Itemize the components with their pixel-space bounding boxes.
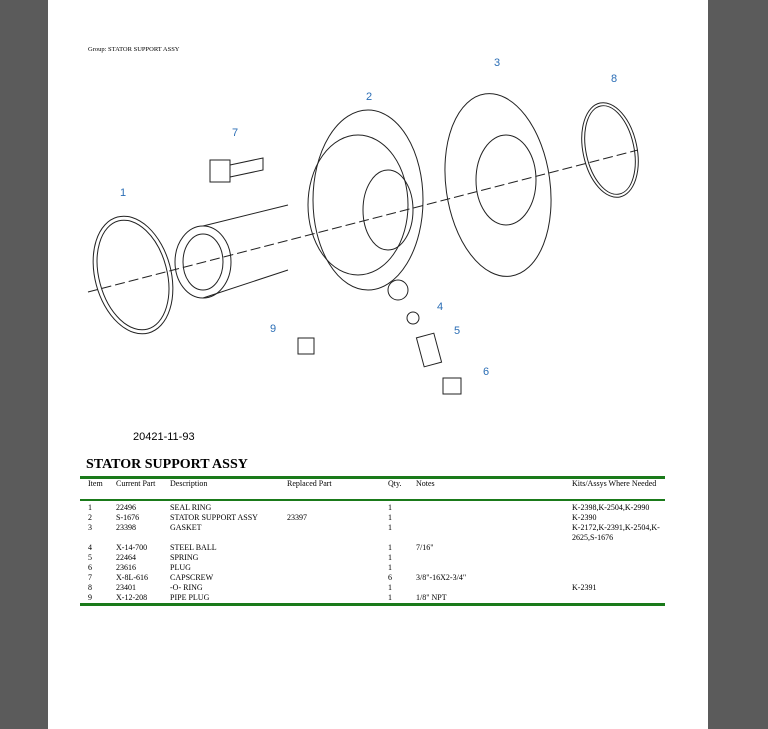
cell-qty: 1 xyxy=(388,503,392,512)
table-row: 6 23616 PLUG 1 xyxy=(80,563,665,573)
cell-replaced-part: 23397 xyxy=(287,513,307,522)
seal-ring-part xyxy=(92,215,174,335)
cell-qty: 1 xyxy=(388,563,392,572)
document-page: Group: STATOR SUPPORT ASSY 1 2 3 4 5 6 7… xyxy=(48,0,708,729)
table-row: 5 22464 SPRING 1 xyxy=(80,553,665,563)
group-label: Group: STATOR SUPPORT ASSY xyxy=(88,46,180,53)
callout-9: 9 xyxy=(270,323,277,335)
header-qty: Qty. xyxy=(388,479,402,488)
cell-description: PLUG xyxy=(170,563,191,572)
cell-notes: 1/8" NPT xyxy=(416,593,447,602)
cell-current-part: 23616 xyxy=(116,563,136,572)
header-replaced-part: Replaced Part xyxy=(287,479,332,488)
cell-description: SPRING xyxy=(170,553,199,562)
cell-kits: K-2390 xyxy=(572,513,597,522)
cell-current-part: X-8L-616 xyxy=(116,573,148,582)
cell-current-part: X-14-700 xyxy=(116,543,148,552)
parts-table: Item Current Part Description Replaced P… xyxy=(80,476,665,606)
drawing-number: 20421-11-93 xyxy=(133,431,195,443)
table-header: Item Current Part Description Replaced P… xyxy=(80,479,665,501)
plug-part xyxy=(442,377,462,395)
cell-item: 6 xyxy=(88,563,92,572)
cell-item: 1 xyxy=(88,503,92,512)
pipe-plug-part xyxy=(297,337,315,355)
spring-part xyxy=(415,332,443,368)
cell-kits: K-2391 xyxy=(572,583,597,592)
cell-item: 7 xyxy=(88,573,92,582)
section-title: STATOR SUPPORT ASSY xyxy=(86,457,248,472)
cell-kits: K-2398,K-2504,K-2990 xyxy=(572,503,650,512)
table-row: 2 S-1676 STATOR SUPPORT ASSY 23397 1 K-2390 xyxy=(80,513,665,523)
cell-current-part: 22464 xyxy=(116,553,136,562)
cell-qty: 1 xyxy=(388,593,392,602)
callout-7: 7 xyxy=(232,127,239,139)
cell-current-part: 23398 xyxy=(116,523,136,532)
cell-current-part: 23401 xyxy=(116,583,136,592)
table-row: 1 22496 SEAL RING 1 K-2398,K-2504,K-2990 xyxy=(80,503,665,513)
cell-item: 4 xyxy=(88,543,92,552)
table-row: 3 23398 GASKET 1 K-2172,K-2391,K-2504,K-2625… xyxy=(80,523,665,543)
cell-qty: 1 xyxy=(388,583,392,592)
cell-qty: 1 xyxy=(388,553,392,562)
table-row: 7 X-8L-616 CAPSCREW 6 3/8"-16X2-3/4" xyxy=(80,573,665,583)
header-current-part: Current Part xyxy=(116,479,156,488)
cell-current-part: X-12-208 xyxy=(116,593,148,602)
center-axis xyxy=(87,149,639,293)
header-kits: Kits/Assys Where Needed xyxy=(572,479,657,488)
callout-2: 2 xyxy=(366,91,373,103)
exploded-parts-diagram xyxy=(87,93,639,395)
callout-5: 5 xyxy=(454,325,461,337)
cell-notes: 7/16" xyxy=(416,543,434,552)
cell-notes: 3/8"-16X2-3/4" xyxy=(416,573,467,582)
table-row: 9 X-12-208 PIPE PLUG 1 1/8" NPT xyxy=(80,593,665,603)
cell-qty: 6 xyxy=(388,573,392,582)
cell-description: CAPSCREW xyxy=(170,573,214,582)
cell-current-part: S-1676 xyxy=(116,513,140,522)
cell-item: 9 xyxy=(88,593,92,602)
cell-current-part: 22496 xyxy=(116,503,136,512)
callout-8: 8 xyxy=(611,73,618,85)
cell-qty: 1 xyxy=(388,523,392,532)
cell-item: 3 xyxy=(88,523,92,532)
cell-description: STEEL BALL xyxy=(170,543,217,552)
cell-item: 5 xyxy=(88,553,92,562)
callout-4: 4 xyxy=(437,301,444,313)
cell-kits: K-2172,K-2391,K-2504,K-2625,S-1676 xyxy=(572,523,660,542)
table-row: 4 X-14-700 STEEL BALL 1 7/16" xyxy=(80,543,665,553)
table-row: 8 23401 -O- RING 1 K-2391 xyxy=(80,583,665,593)
callout-3: 3 xyxy=(494,57,501,69)
cell-description: PIPE PLUG xyxy=(170,593,210,602)
cell-description: -O- RING xyxy=(170,583,203,592)
steel-ball-part xyxy=(406,311,420,325)
capscrew-part xyxy=(209,157,264,183)
cell-description: GASKET xyxy=(170,523,202,532)
callout-6: 6 xyxy=(483,366,490,378)
header-description: Description xyxy=(170,479,208,488)
cell-description: STATOR SUPPORT ASSY xyxy=(170,513,258,522)
gasket-part xyxy=(444,93,552,277)
cell-item: 8 xyxy=(88,583,92,592)
cell-description: SEAL RING xyxy=(170,503,212,512)
cell-qty: 1 xyxy=(388,543,392,552)
callout-1: 1 xyxy=(120,187,127,199)
header-item: Item xyxy=(88,479,103,488)
cell-item: 2 xyxy=(88,513,92,522)
stator-support-part xyxy=(174,109,424,301)
o-ring-part xyxy=(581,102,639,198)
cell-qty: 1 xyxy=(388,513,392,522)
header-notes: Notes xyxy=(416,479,435,488)
